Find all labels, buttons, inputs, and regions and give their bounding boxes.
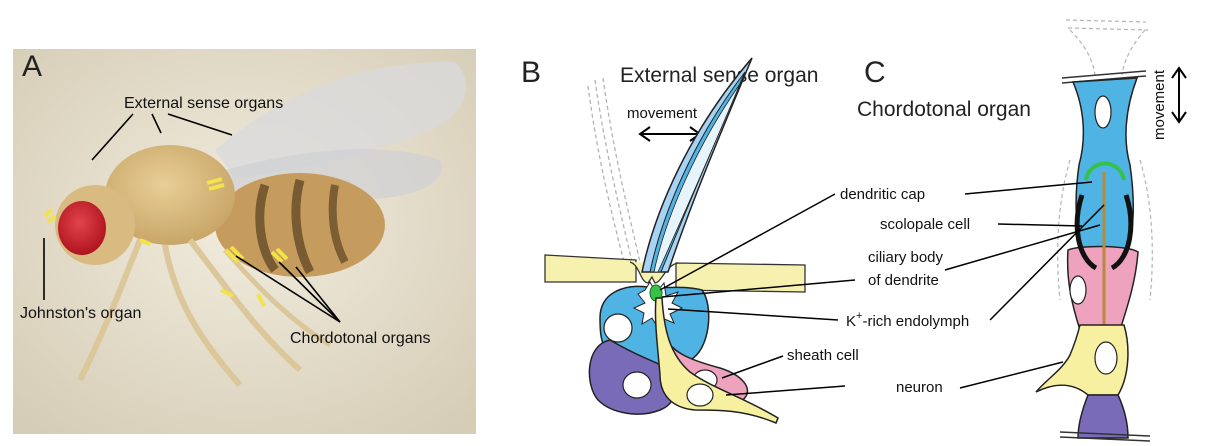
k-suffix: -rich endolymph [862, 313, 969, 330]
scolopale-nucleus [1070, 276, 1086, 304]
neuron-nucleus [687, 384, 713, 406]
panel-a: A External sense organs Johnston's organ… [13, 49, 476, 434]
cuticle-layer [545, 255, 636, 282]
label-scolopale-cell: scolopale cell [880, 216, 970, 233]
label-johnstons-organ: Johnston's organ [20, 305, 141, 322]
label-dendritic-cap: dendritic cap [840, 186, 925, 203]
label-chordotonal-organs: Chordotonal organs [290, 330, 431, 347]
glial-cell-nucleus [623, 372, 651, 398]
fly-eye [58, 201, 106, 255]
socket-cell-nucleus [604, 314, 632, 342]
panel-c-letter: C [864, 56, 886, 89]
panel-b-movement-label: movement [627, 105, 698, 122]
attachment-cell [1078, 395, 1128, 438]
double-arrow-horizontal-icon [640, 127, 700, 141]
label-external-sense-organs: External sense organs [124, 95, 283, 112]
panel-b: B External sense organ movement [521, 56, 818, 423]
label-ciliary-body-line2: of dendrite [868, 272, 939, 289]
label-ciliary-body-line1: ciliary body [868, 249, 944, 266]
label-k-rich-endolymph: K+-rich endolymph [846, 310, 969, 330]
panel-c-movement-label: movement [1151, 69, 1168, 140]
label-neuron: neuron [896, 379, 943, 396]
k-prefix: K [846, 313, 856, 330]
label-sheath-cell: sheath cell [787, 347, 859, 364]
panel-b-title: External sense organ [620, 64, 818, 87]
panel-b-letter: B [521, 56, 541, 89]
panel-a-letter: A [22, 50, 42, 83]
neuron-nucleus-c [1095, 342, 1117, 374]
double-arrow-vertical-icon [1172, 68, 1186, 122]
cuticle-layer [676, 263, 805, 292]
cap-cell-nucleus [1095, 96, 1111, 128]
panel-c-title: Chordotonal organ [857, 98, 1031, 121]
